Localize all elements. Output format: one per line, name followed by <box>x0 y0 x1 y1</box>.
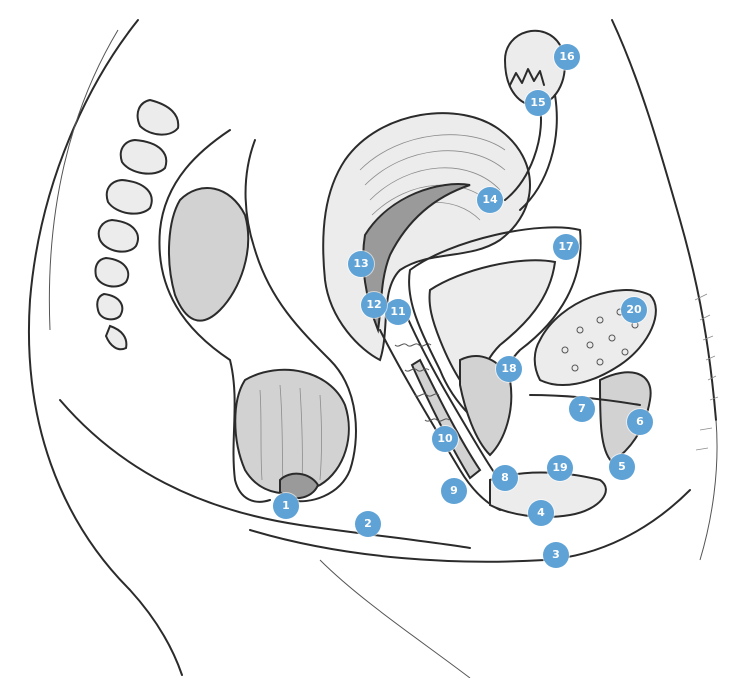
marker-19[interactable]: 19 <box>547 455 573 481</box>
marker-11[interactable]: 11 <box>385 299 411 325</box>
marker-1[interactable]: 1 <box>273 493 299 519</box>
rectum-illustration <box>159 130 356 502</box>
marker-6[interactable]: 6 <box>627 409 653 435</box>
marker-14[interactable]: 14 <box>477 187 503 213</box>
marker-4[interactable]: 4 <box>528 500 554 526</box>
marker-9[interactable]: 9 <box>441 478 467 504</box>
marker-8[interactable]: 8 <box>492 465 518 491</box>
marker-16[interactable]: 16 <box>554 44 580 70</box>
marker-15[interactable]: 15 <box>525 90 551 116</box>
marker-17[interactable]: 17 <box>553 234 579 260</box>
marker-12[interactable]: 12 <box>361 292 387 318</box>
marker-13[interactable]: 13 <box>348 251 374 277</box>
spine-illustration <box>95 100 178 349</box>
marker-7[interactable]: 7 <box>569 396 595 422</box>
marker-18[interactable]: 18 <box>496 356 522 382</box>
marker-5[interactable]: 5 <box>609 454 635 480</box>
marker-10[interactable]: 10 <box>432 426 458 452</box>
marker-20[interactable]: 20 <box>621 297 647 323</box>
marker-3[interactable]: 3 <box>543 542 569 568</box>
marker-2[interactable]: 2 <box>355 511 381 537</box>
